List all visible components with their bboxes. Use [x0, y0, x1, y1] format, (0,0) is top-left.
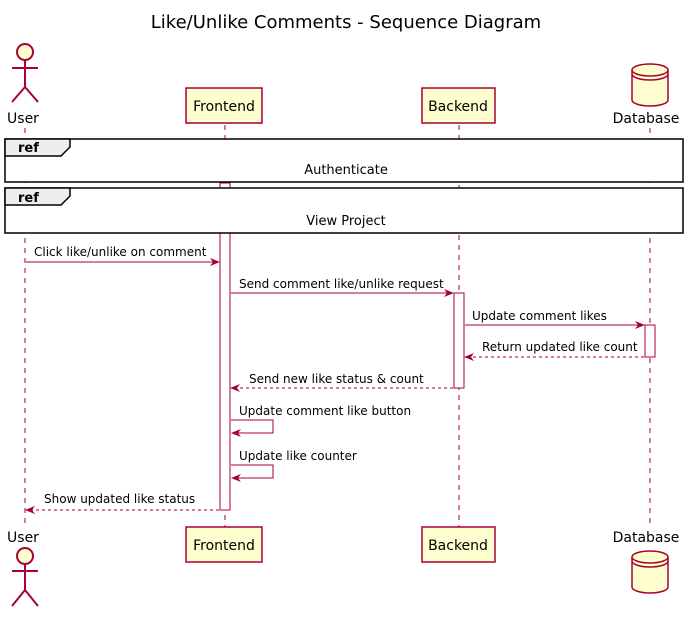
participant-frontend-label: Frontend — [193, 538, 255, 554]
activation-frontend — [219, 182, 231, 511]
diagram-title: Like/Unlike Comments - Sequence Diagram — [151, 12, 541, 33]
participant-database-bottom: Database — [613, 530, 680, 594]
message-show-status: Show updated like status — [25, 492, 219, 514]
message-label: Click like/unlike on comment — [34, 245, 207, 259]
participant-backend-label: Backend — [428, 538, 488, 554]
participant-frontend-bottom: Frontend — [185, 526, 263, 563]
actor-stick-figure-icon — [11, 43, 39, 103]
ref-label-view-project: View Project — [306, 214, 385, 229]
message-label: Return updated like count — [482, 340, 638, 354]
activation-database — [644, 324, 656, 358]
ref-label-authenticate: Authenticate — [304, 163, 388, 178]
message-label: Send new like status & count — [249, 372, 424, 386]
lifelines — [24, 125, 651, 528]
message-click-like: Click like/unlike on comment — [26, 245, 220, 266]
participant-backend-bottom: Backend — [421, 526, 496, 563]
ref-tag: ref — [18, 191, 39, 206]
database-cylinder-icon — [631, 63, 669, 107]
participant-backend-top: Backend — [421, 87, 496, 124]
message-send-request: Send comment like/unlike request — [231, 277, 454, 297]
message-label: Send comment like/unlike request — [239, 277, 444, 291]
participant-user-top: User — [7, 43, 39, 127]
message-label: Update like counter — [239, 449, 357, 463]
ref-frame-authenticate: ref Authenticate — [4, 138, 684, 183]
activation-bars — [219, 182, 656, 511]
participant-frontend-top: Frontend — [185, 87, 263, 124]
activation-backend — [453, 292, 465, 389]
message-update-button: Update comment like button — [231, 404, 411, 437]
ref-frame-view-project: ref View Project — [4, 187, 684, 234]
participant-user-bottom: User — [7, 530, 39, 607]
message-label: Update comment like button — [239, 404, 411, 418]
message-send-status: Send new like status & count — [230, 372, 453, 392]
database-cylinder-icon — [631, 550, 669, 594]
participant-user-label: User — [7, 530, 39, 546]
participant-frontend-label: Frontend — [193, 99, 255, 115]
participant-database-top: Database — [613, 63, 680, 127]
participant-backend-label: Backend — [428, 99, 488, 115]
ref-tag: ref — [18, 141, 39, 156]
message-label: Show updated like status — [44, 492, 195, 506]
actor-stick-figure-icon — [11, 547, 39, 607]
message-update-counter: Update like counter — [231, 449, 357, 482]
message-return-count: Return updated like count — [464, 340, 644, 361]
participant-database-label: Database — [613, 111, 680, 127]
message-label: Update comment likes — [472, 309, 607, 323]
message-update-likes: Update comment likes — [465, 309, 645, 329]
participant-database-label: Database — [613, 530, 680, 546]
participant-user-label: User — [7, 111, 39, 127]
